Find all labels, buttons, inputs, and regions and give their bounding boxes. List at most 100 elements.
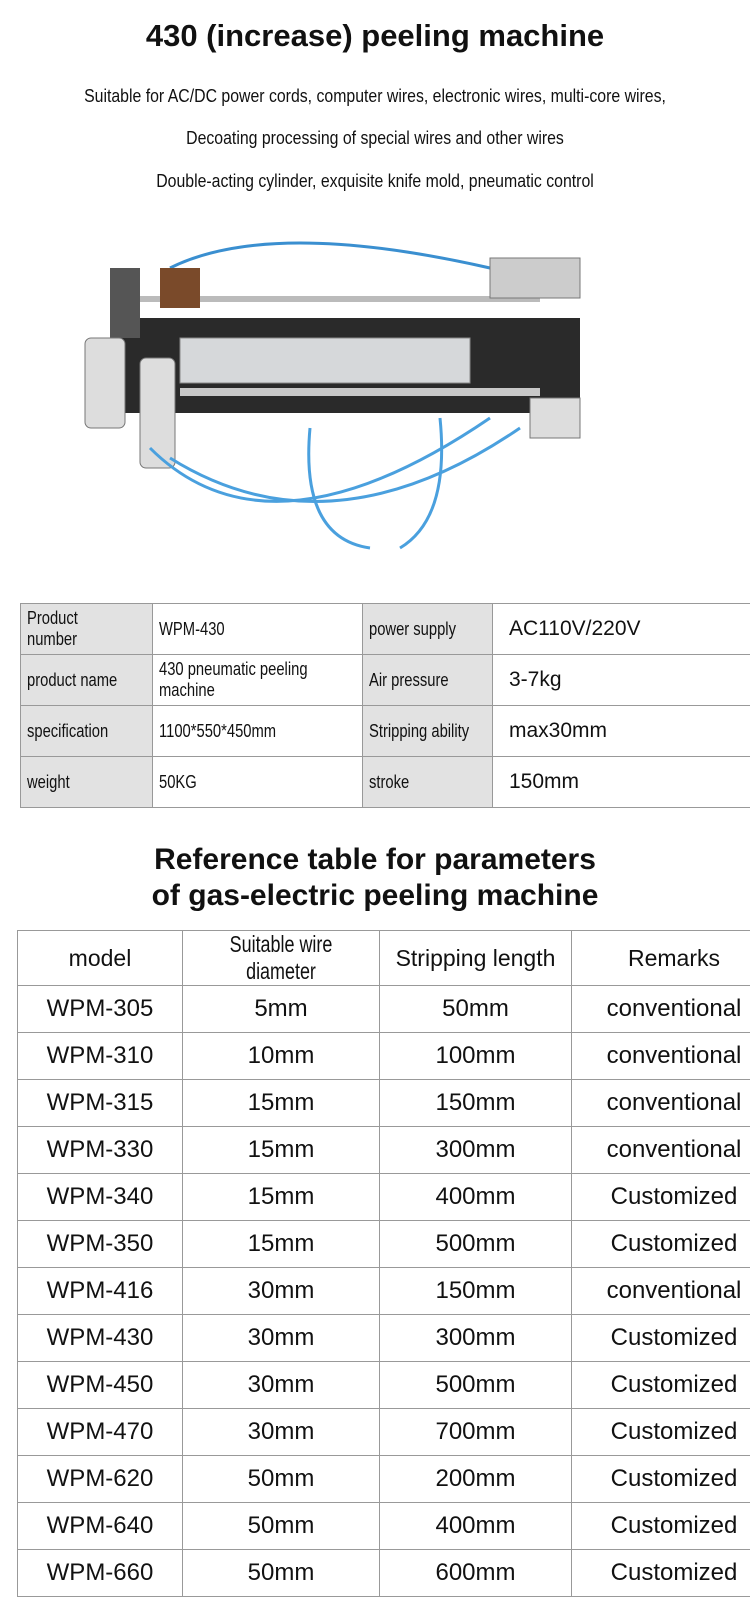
- spec-value: AC110V/220V: [509, 617, 641, 640]
- table-cell: 50mm: [182, 1549, 380, 1597]
- table-cell: 15mm: [182, 1126, 380, 1174]
- table-row: Product number WPM-430 power supply AC11…: [20, 603, 750, 655]
- column-header: Suitable wire diameter: [229, 931, 333, 984]
- table-cell: 300mm: [379, 1126, 572, 1174]
- table-cell: WPM-416: [17, 1267, 183, 1315]
- table-cell: 400mm: [379, 1502, 572, 1550]
- table-cell: Customized: [571, 1220, 750, 1268]
- spec-label: specification: [27, 720, 109, 741]
- table-cell: WPM-450: [17, 1361, 183, 1409]
- spec-value: 150mm: [509, 770, 580, 793]
- spec-value: 1100*550*450mm: [159, 720, 277, 741]
- spec-table: Product number WPM-430 power supply AC11…: [20, 603, 750, 808]
- spec-value: 50KG: [159, 771, 197, 792]
- spec-value: max30mm: [509, 719, 608, 742]
- table-cell: 150mm: [379, 1079, 572, 1127]
- spec-label: Stripping ability: [369, 720, 470, 741]
- table-cell: 500mm: [379, 1361, 572, 1409]
- table-cell: 5mm: [182, 985, 380, 1033]
- table-cell: 30mm: [182, 1408, 380, 1456]
- spec-label: power supply: [369, 618, 456, 639]
- table-cell: conventional: [571, 1126, 750, 1174]
- table-cell: WPM-305: [17, 985, 183, 1033]
- table-cell: WPM-660: [17, 1549, 183, 1597]
- column-header: Stripping length: [395, 944, 556, 971]
- spec-label: product name: [27, 669, 118, 690]
- table-cell: 30mm: [182, 1267, 380, 1315]
- table-cell: 500mm: [379, 1220, 572, 1268]
- spec-value: 3-7kg: [509, 668, 562, 691]
- subtitle-line: Suitable for AC/DC power cords, computer…: [84, 86, 666, 106]
- table-cell: WPM-620: [17, 1455, 183, 1503]
- table-cell: conventional: [571, 985, 750, 1033]
- table-cell: WPM-330: [17, 1126, 183, 1174]
- table-cell: conventional: [571, 1079, 750, 1127]
- table-cell: 50mm: [182, 1502, 380, 1550]
- reference-table: model Suitable wire diameter Stripping l…: [17, 930, 750, 1597]
- subtitle-line: Double-acting cylinder, exquisite knife …: [156, 171, 594, 191]
- spec-label: Air pressure: [369, 669, 449, 690]
- table-cell: conventional: [571, 1267, 750, 1315]
- spec-label: stroke: [369, 771, 410, 792]
- table-cell: 150mm: [379, 1267, 572, 1315]
- column-header: Remarks: [627, 944, 720, 971]
- reference-title-line: Reference table for parameters: [154, 843, 596, 876]
- table-cell: WPM-470: [17, 1408, 183, 1456]
- table-cell: 50mm: [182, 1455, 380, 1503]
- table-cell: Customized: [571, 1549, 750, 1597]
- table-cell: 10mm: [182, 1032, 380, 1080]
- table-cell: Customized: [571, 1408, 750, 1456]
- table-cell: 700mm: [379, 1408, 572, 1456]
- table-cell: Customized: [571, 1173, 750, 1221]
- table-cell: 300mm: [379, 1314, 572, 1362]
- table-header-row: model Suitable wire diameter Stripping l…: [17, 930, 750, 986]
- reference-title-line: of gas-electric peeling machine: [151, 879, 599, 912]
- table-cell: 15mm: [182, 1173, 380, 1221]
- table-cell: WPM-430: [17, 1314, 183, 1362]
- spec-label: Product number: [27, 608, 78, 649]
- table-cell: Customized: [571, 1502, 750, 1550]
- table-cell: 600mm: [379, 1549, 572, 1597]
- spec-value: WPM-430: [159, 618, 225, 639]
- page-title: 430 (increase) peeling machine: [145, 18, 605, 53]
- table-cell: 100mm: [379, 1032, 572, 1080]
- table-cell: WPM-640: [17, 1502, 183, 1550]
- table-cell: 200mm: [379, 1455, 572, 1503]
- table-row: product name 430 pneumatic peeling machi…: [20, 654, 750, 706]
- table-cell: Customized: [571, 1361, 750, 1409]
- table-cell: WPM-340: [17, 1173, 183, 1221]
- table-cell: 30mm: [182, 1361, 380, 1409]
- spec-label: weight: [27, 771, 70, 792]
- table-cell: WPM-315: [17, 1079, 183, 1127]
- table-cell: 50mm: [379, 985, 572, 1033]
- reference-title: Reference table for parameters of gas-el…: [0, 842, 750, 914]
- table-cell: 30mm: [182, 1314, 380, 1362]
- table-cell: WPM-350: [17, 1220, 183, 1268]
- spec-value: 430 pneumatic peeling machine: [159, 659, 308, 700]
- table-row: weight 50KG stroke 150mm: [20, 756, 750, 808]
- table-cell: 400mm: [379, 1173, 572, 1221]
- machine-photo: [84, 241, 581, 550]
- table-row: specification 1100*550*450mm Stripping a…: [20, 705, 750, 757]
- subtitle-line: Decoating processing of special wires an…: [186, 128, 564, 148]
- table-cell: 15mm: [182, 1220, 380, 1268]
- column-header: model: [68, 944, 132, 971]
- table-cell: 15mm: [182, 1079, 380, 1127]
- table-cell: conventional: [571, 1032, 750, 1080]
- table-cell: Customized: [571, 1314, 750, 1362]
- table-cell: Customized: [571, 1455, 750, 1503]
- table-cell: WPM-310: [17, 1032, 183, 1080]
